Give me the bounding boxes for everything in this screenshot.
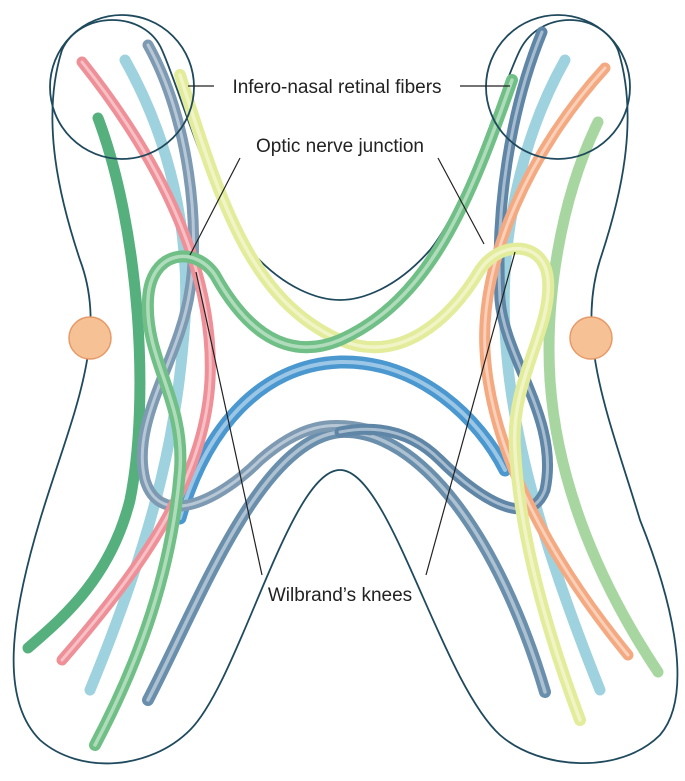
fiber-light-green-right xyxy=(543,116,664,678)
left-lateral-dot xyxy=(68,316,112,360)
fiber-pink-left xyxy=(56,56,216,666)
right-lateral-dot xyxy=(569,316,613,360)
fiber-green-crossing xyxy=(89,74,518,751)
label-infero-nasal-retinal-fibers: Infero-nasal retinal fibers xyxy=(232,77,441,98)
label-optic-nerve-junction: Optic nerve junction xyxy=(256,136,424,157)
leader-junction-right xyxy=(437,157,485,245)
right-infero-nasal-highlight xyxy=(485,14,631,160)
leader-junction-left xyxy=(189,157,241,256)
fiber-orange-right xyxy=(479,62,634,661)
fiber-slate-left-knee xyxy=(136,39,376,512)
leader-lines xyxy=(188,85,516,576)
chiasm-outline xyxy=(12,19,679,765)
fiber-dark-slate-right-knee xyxy=(334,26,554,515)
label-wilbrands-knees: Wilbrand’s knees xyxy=(268,585,412,606)
fiber-green-left-long xyxy=(22,112,146,654)
leader-knees-left xyxy=(195,271,263,576)
leader-knees-right xyxy=(425,251,516,576)
left-infero-nasal-highlight xyxy=(49,14,195,160)
fiber-yellow-crossing xyxy=(174,69,586,726)
